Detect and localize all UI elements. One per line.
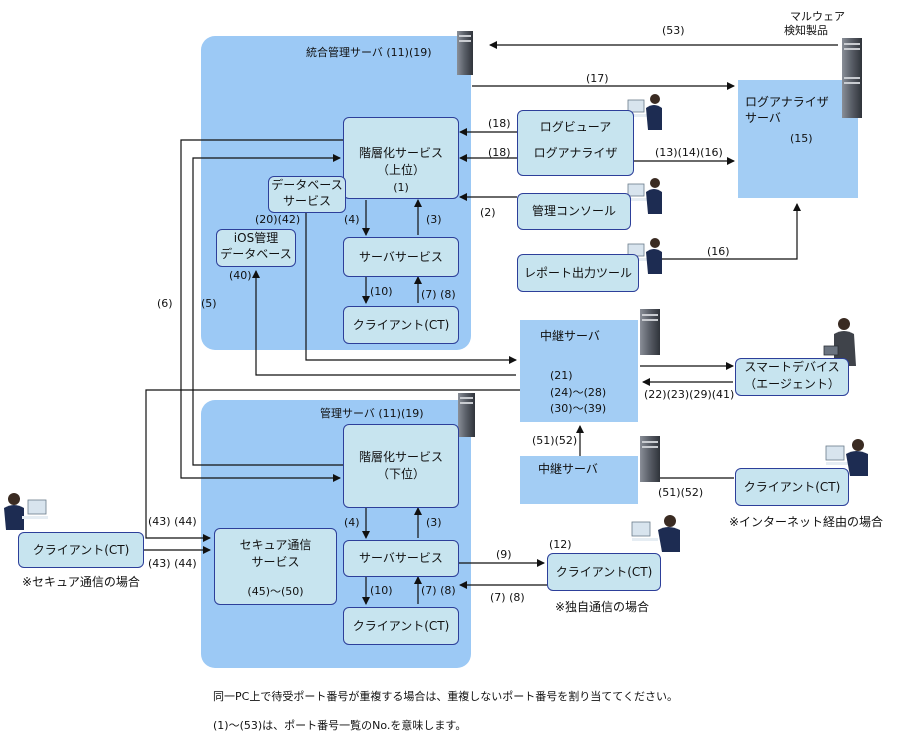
port-10-lower: (10) xyxy=(370,584,393,597)
port-16-report: (16) xyxy=(707,245,730,258)
hierarchy-lower-line1: 階層化サービス xyxy=(358,450,443,464)
db-service-line1: データベース xyxy=(271,178,343,192)
person-tablet-icon xyxy=(823,318,856,366)
hierarchy-service-upper: 階層化サービス （上位） (1) xyxy=(343,117,459,199)
log-analyzer-server xyxy=(738,80,858,198)
ios-db-line1: iOS管理 xyxy=(233,231,279,245)
hierarchy-service-lower: 階層化サービス （下位） xyxy=(343,424,459,508)
port-7-8-lower: (7) (8) xyxy=(421,584,456,597)
port-7-8-upper: (7) (8) xyxy=(421,288,456,301)
port-43-44-secure: (43) (44) xyxy=(148,557,197,570)
admin-console: 管理コンソール xyxy=(517,193,631,230)
port-12: (12) xyxy=(549,538,572,551)
client-ct-internet: クライアント(CT) xyxy=(735,468,849,506)
port-4-upper: (4) xyxy=(344,213,360,226)
port-43-44-relay: (43) (44) xyxy=(148,515,197,528)
port-40: (40) xyxy=(229,269,252,282)
server-service-lower: サーバサービス xyxy=(343,540,459,577)
port-18-analyzer: (18) xyxy=(488,146,511,159)
relay-server-upper-icon xyxy=(640,309,660,355)
log-viewer-label: ログビューア xyxy=(539,120,612,134)
person-computer-icon-internet xyxy=(825,439,868,476)
hierarchy-lower-line2: （下位） xyxy=(376,467,425,481)
malware-line2: 検知製品 xyxy=(784,24,828,37)
log-analyzer-server-port: (15) xyxy=(790,132,813,145)
log-analyzer-server-line1: ログアナライザ xyxy=(745,95,829,109)
person-computer-icon-console xyxy=(627,178,662,214)
relay-upper-port1: (21) xyxy=(550,369,573,382)
smart-device-agent: スマートデバイス （エージェント） xyxy=(735,358,849,396)
hierarchy-upper-line2: （上位） xyxy=(376,163,425,177)
port-13-14-16: (13)(14)(16) xyxy=(655,146,723,159)
hierarchy-upper-line1: 階層化サービス xyxy=(358,146,443,160)
relay-server-lower-title: 中継サーバ xyxy=(538,462,598,476)
relay-server-lower-icon xyxy=(640,436,660,482)
database-service: データベース サービス xyxy=(268,176,346,213)
port-22-23-29-41: (22)(23)(29)(41) xyxy=(644,388,735,401)
note-secure: ※セキュア通信の場合 xyxy=(22,575,140,589)
malware-line1: マルウェア xyxy=(790,10,845,23)
log-analyzer-tool-label: ログアナライザ xyxy=(533,146,618,160)
log-analyzer-server-line2: サーバ xyxy=(745,111,781,125)
server-tower-icon xyxy=(457,31,473,75)
port-3-upper: (3) xyxy=(426,213,442,226)
port-17: (17) xyxy=(586,72,609,85)
log-analyzer-server-icon xyxy=(842,72,862,118)
relay-server-lower xyxy=(520,456,638,504)
port-10-upper: (10) xyxy=(370,285,393,298)
person-computer-icon-logviewer xyxy=(627,94,662,130)
relay-server-upper-title: 中継サーバ xyxy=(540,329,600,343)
footer-note-1: 同一PC上で待受ポート番号が重複する場合は、重複しないポート番号を割り当ててくだ… xyxy=(213,690,678,703)
secure-comm-line2: サービス xyxy=(251,555,300,569)
ios-management-database: iOS管理 データベース xyxy=(216,229,296,267)
client-ct-own: クライアント(CT) xyxy=(547,553,661,591)
port-20-42: (20)(42) xyxy=(255,213,301,226)
db-service-line2: サービス xyxy=(282,194,331,208)
smart-device-line1: スマートデバイス xyxy=(744,360,840,374)
footer-note-2: (1)～(53)は、ポート番号一覧のNo.を意味します。 xyxy=(213,719,467,732)
relay-upper-port2: (24)～(28) xyxy=(550,386,607,399)
management-server-icon xyxy=(458,393,475,437)
port-9: (9) xyxy=(496,548,512,561)
client-ct-secure: クライアント(CT) xyxy=(18,532,144,568)
person-computer-icon-secure xyxy=(4,493,48,530)
person-computer-icon-own xyxy=(631,515,680,552)
hierarchy-upper-port: (1) xyxy=(393,181,409,194)
port-53: (53) xyxy=(662,24,685,37)
port-3-lower: (3) xyxy=(426,516,442,529)
integrated-server-title: 統合管理サーバ (11)(19) xyxy=(306,46,432,59)
relay-upper-port3: (30)～(39) xyxy=(550,402,607,415)
port-18-viewer: (18) xyxy=(488,117,511,130)
secure-comm-port: (45)～(50) xyxy=(247,585,304,598)
report-output-tool: レポート出力ツール xyxy=(517,254,639,292)
log-viewer: ログビューア ログアナライザ xyxy=(517,110,634,176)
note-own: ※独自通信の場合 xyxy=(555,600,650,614)
client-ct-upper: クライアント(CT) xyxy=(343,306,459,344)
server-service-upper: サーバサービス xyxy=(343,237,459,277)
port-5: (5) xyxy=(201,297,217,310)
person-computer-icon-report xyxy=(627,238,662,274)
secure-comm-line1: セキュア通信 xyxy=(239,538,312,552)
management-server-title: 管理サーバ (11)(19) xyxy=(320,407,424,420)
port-7-8-own: (7) (8) xyxy=(490,591,525,604)
port-4-lower: (4) xyxy=(344,516,360,529)
port-2: (2) xyxy=(480,206,496,219)
client-ct-lower: クライアント(CT) xyxy=(343,607,459,645)
note-internet: ※インターネット経由の場合 xyxy=(729,515,884,529)
port-6: (6) xyxy=(157,297,173,310)
ios-db-line2: データベース xyxy=(220,247,292,261)
port-51-52-relay: (51)(52) xyxy=(532,434,578,447)
relay-server-upper xyxy=(520,320,638,422)
port-51-52-internet: (51)(52) xyxy=(658,486,704,499)
smart-device-line2: （エージェント） xyxy=(744,377,840,391)
secure-communication-service: セキュア通信 サービス (45)～(50) xyxy=(214,528,337,605)
